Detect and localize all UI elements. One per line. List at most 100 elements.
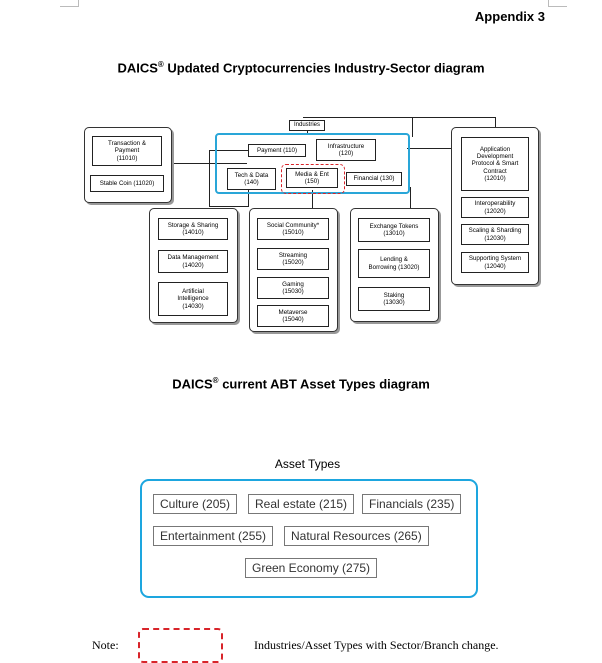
- note-text: Industries/Asset Types with Sector/Branc…: [254, 638, 499, 652]
- industry-sector-diagram: Transaction & Payment (11010) Stable Coi…: [84, 117, 539, 332]
- sector-label: Transaction &: [108, 140, 146, 148]
- sector-label: Application: [479, 145, 511, 153]
- sector-label: Gaming: [282, 280, 304, 288]
- node-label: Media & Ent: [295, 170, 329, 178]
- sector-code: (15010): [282, 229, 304, 236]
- sector-code: (13010): [383, 230, 405, 237]
- sector-label: Data Management: [167, 254, 219, 262]
- sector-code: (15020): [282, 259, 304, 266]
- connector: [410, 187, 411, 209]
- sector-label: Storage & Sharing: [167, 221, 219, 229]
- sector-code: (12010): [484, 174, 506, 182]
- sector-lending-borrowing: Lending & Borrowing (13020): [358, 249, 430, 278]
- sector-code: (11010): [116, 154, 138, 162]
- sector-code: (14010): [182, 229, 204, 236]
- asset-type-real-estate: Real estate (215): [248, 494, 355, 514]
- sector-label: Supporting System: [468, 255, 522, 263]
- sector-stable-coin: Stable Coin (11020): [90, 175, 164, 192]
- note-change-marker-legend: [138, 628, 223, 663]
- connector: [209, 150, 210, 206]
- sector-transaction-payment: Transaction & Payment (11010): [92, 136, 162, 166]
- connector: [407, 148, 451, 149]
- industry-tech-data: Tech & Data (140): [227, 168, 276, 190]
- sector-code: (15030): [282, 288, 304, 295]
- note-label: Note:: [92, 638, 119, 652]
- sector-scaling-sharding: Scaling & Sharding (12030): [461, 224, 529, 245]
- node-label: Infrastructure: [327, 142, 365, 150]
- sector-interoperability: Interoperability (12020): [461, 197, 529, 218]
- sector-label: Streaming: [278, 251, 308, 259]
- node-label: Financial (130): [353, 175, 395, 183]
- sector-streaming: Streaming (15020): [257, 248, 329, 270]
- title-updated-brand: DAICS: [117, 60, 158, 76]
- node-label: Tech & Data: [234, 171, 269, 179]
- connector: [495, 117, 496, 127]
- asset-type-green-economy: Green Economy (275): [245, 558, 378, 578]
- sector-label: Development: [476, 153, 514, 161]
- payment-sectors-panel: Transaction & Payment (11010) Stable Coi…: [84, 127, 172, 203]
- node-code: (150): [304, 178, 320, 185]
- title-updated-diagram: DAICS® Updated Cryptocurrencies Industry…: [0, 60, 602, 75]
- sector-label: Interoperability: [474, 200, 516, 208]
- sector-data-management: Data Management (14020): [158, 250, 228, 273]
- financial-sectors-panel: Exchange Tokens (13010) Lending & Borrow…: [350, 208, 439, 322]
- sector-application-development: Application Development Protocol & Smart…: [461, 137, 529, 191]
- connector: [312, 190, 313, 208]
- sector-artificial-intelligence: Artificial Intelligence (14030): [158, 282, 228, 316]
- sector-code: (13030): [383, 299, 405, 306]
- media-ent-sectors-panel: Social Community* (15010) Streaming (150…: [249, 208, 338, 332]
- sector-staking: Staking (13030): [358, 287, 430, 311]
- industry-media-ent: Media & Ent (150): [286, 168, 338, 188]
- connector: [412, 117, 413, 137]
- connector: [209, 206, 248, 207]
- sector-supporting-system: Supporting System (12040): [461, 252, 529, 273]
- industries-root-node: Industries: [289, 120, 325, 131]
- asset-type-entertainment: Entertainment (255): [153, 526, 274, 546]
- node-label: Industries: [293, 121, 320, 128]
- industry-infrastructure: Infrastructure (120): [316, 139, 376, 161]
- sector-label: Artificial: [182, 288, 204, 296]
- sector-code: (12030): [484, 234, 506, 242]
- asset-type-natural-resources: Natural Resources (265): [284, 526, 429, 546]
- title-current-rest: current ABT Asset Types diagram: [218, 376, 430, 392]
- title-updated-sup: ®: [157, 60, 164, 69]
- sector-code: (14020): [182, 261, 204, 269]
- page-corner-mark-right: [548, 0, 567, 7]
- sector-label: Protocol & Smart: [471, 160, 519, 168]
- sector-exchange-tokens: Exchange Tokens (13010): [358, 218, 430, 242]
- industry-financial: Financial (130): [346, 172, 402, 186]
- tech-data-sectors-panel: Storage & Sharing (14010) Data Managemen…: [149, 208, 238, 323]
- sector-label: Metaverse: [278, 308, 308, 316]
- sector-metaverse: Metaverse (15040): [257, 305, 329, 327]
- asset-type-financials: Financials (235): [362, 494, 462, 514]
- node-label: Payment (110): [256, 146, 298, 154]
- connector: [209, 150, 248, 151]
- change-marker-media: [281, 164, 345, 194]
- sector-code: (12040): [484, 262, 506, 270]
- sector-social-community: Social Community* (15010): [257, 218, 329, 240]
- node-code: (120): [338, 150, 354, 157]
- title-current-brand: DAICS: [172, 376, 213, 392]
- sector-label: Intelligence: [177, 295, 209, 303]
- node-code: (140): [244, 179, 259, 186]
- sector-label: Scaling & Sharding: [468, 227, 522, 235]
- sector-label: Social Community*: [266, 221, 320, 229]
- sector-label: Stable Coin (11020): [99, 179, 155, 187]
- sector-label: Payment: [114, 147, 140, 155]
- sector-label: Borrowing (13020): [368, 263, 420, 271]
- title-current-sup: ®: [212, 376, 219, 385]
- connector: [248, 190, 249, 207]
- sector-code: (15040): [282, 316, 304, 323]
- infrastructure-sectors-panel: Application Development Protocol & Smart…: [451, 127, 539, 285]
- asset-type-culture: Culture (205): [153, 494, 238, 514]
- title-current-diagram: DAICS® current ABT Asset Types diagram: [0, 376, 602, 391]
- sector-label: Lending &: [380, 256, 408, 264]
- connector: [303, 117, 412, 118]
- connector: [412, 117, 495, 118]
- asset-types-title: Asset Types: [274, 457, 341, 471]
- sector-label: Staking: [383, 291, 405, 299]
- sector-gaming: Gaming (15030): [257, 277, 329, 299]
- sector-code: (12020): [484, 207, 506, 215]
- title-updated-rest: Updated Cryptocurrencies Industry-Sector…: [163, 60, 485, 76]
- appendix-label: Appendix 3: [474, 9, 545, 24]
